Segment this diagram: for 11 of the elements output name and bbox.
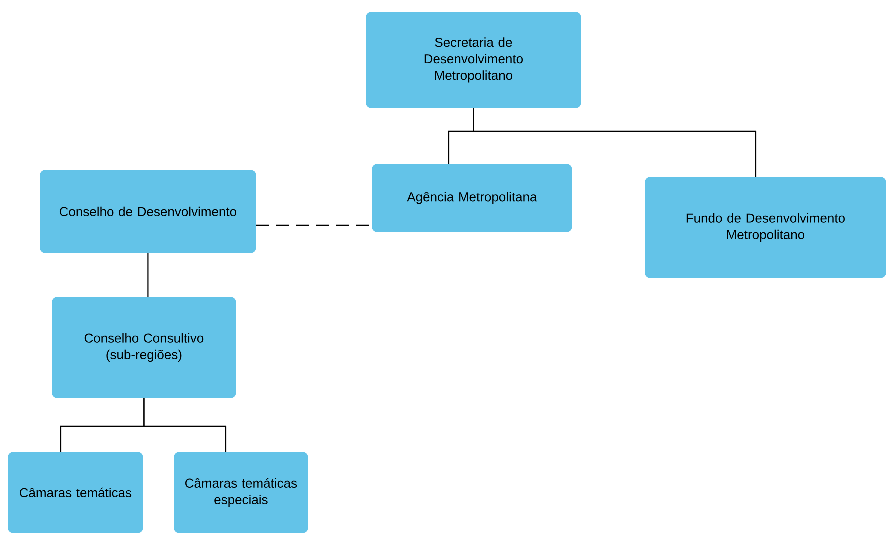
org-box: Câmaras temáticas [8, 452, 144, 533]
org-box: Agência Metropolitana [372, 164, 572, 232]
org-box: Conselho Consultivo (sub-regiões) [52, 297, 236, 398]
org-box: Fundo de Desenvolvimento Metropolitano [645, 177, 886, 278]
org-box: Câmaras temáticas especiais [174, 452, 308, 533]
connector-line [473, 108, 757, 177]
connector-line [144, 398, 227, 452]
org-box: Conselho de Desenvolvimento [40, 170, 256, 254]
org-box: Secretaria de Desenvolvimento Metropolitano [366, 12, 582, 108]
connector-line [148, 253, 149, 297]
connector-line [256, 224, 372, 226]
